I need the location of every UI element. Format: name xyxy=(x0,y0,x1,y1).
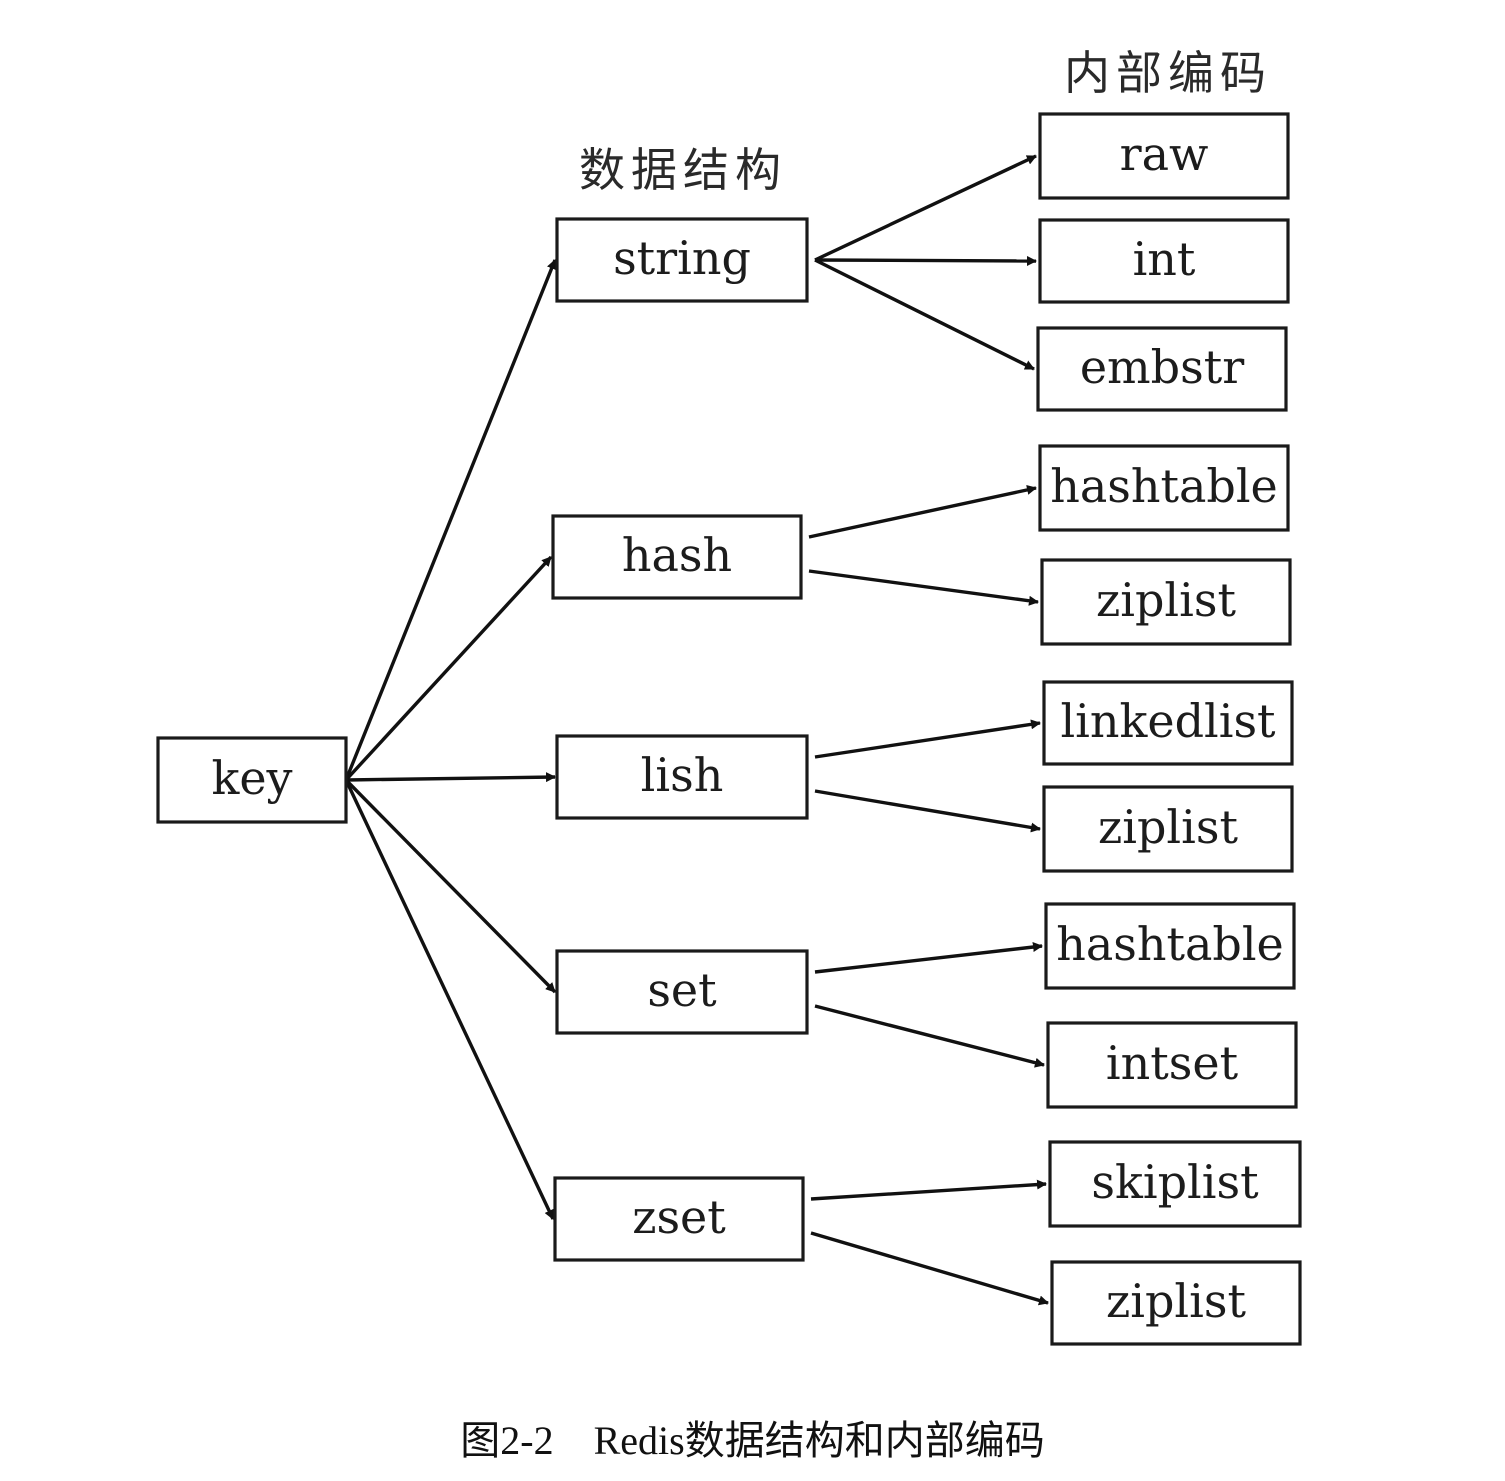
edge-hash-to-hash-ziplist xyxy=(808,569,1039,606)
node-embstr-box xyxy=(1036,326,1288,412)
node-set-intset: intset xyxy=(1046,1021,1298,1109)
node-int-box xyxy=(1038,218,1290,304)
edge-key-to-hash xyxy=(344,555,553,782)
node-zset-skiplist-label: skiplist xyxy=(1091,1155,1259,1209)
node-raw-box xyxy=(1038,112,1290,200)
node-set-hashtable-label: hashtable xyxy=(1056,917,1284,971)
node-list-ziplist-box xyxy=(1042,785,1294,873)
structures-header: 数据结构 xyxy=(579,143,787,197)
node-hash-hashtable-label: hashtable xyxy=(1050,459,1278,513)
node-key-label: key xyxy=(211,751,292,805)
node-hash-ziplist: ziplist xyxy=(1040,558,1292,646)
node-lish: lish xyxy=(555,734,809,820)
node-set-box xyxy=(555,949,809,1035)
edge-lish-to-list-ziplist xyxy=(814,789,1041,833)
node-list-ziplist: ziplist xyxy=(1042,785,1294,873)
node-embstr-label: embstr xyxy=(1080,340,1244,394)
node-lish-label: lish xyxy=(641,748,724,802)
node-key-box xyxy=(156,736,348,824)
node-hash-box xyxy=(551,514,803,600)
edge-zset-to-zset-ziplist xyxy=(810,1231,1049,1306)
node-zset-ziplist: ziplist xyxy=(1050,1260,1302,1346)
node-zset-skiplist: skiplist xyxy=(1048,1140,1302,1228)
edge-key-to-lish xyxy=(345,772,556,783)
edge-key-to-zset xyxy=(344,779,555,1220)
node-zset: zset xyxy=(553,1176,805,1262)
node-zset-box xyxy=(553,1176,805,1262)
node-zset-label: zset xyxy=(632,1190,726,1244)
node-list-linkedlist-box xyxy=(1042,680,1294,766)
node-hash-hashtable: hashtable xyxy=(1038,444,1290,532)
node-zset-skiplist-box xyxy=(1048,1140,1302,1228)
caption-number: 图2-2 xyxy=(460,1418,554,1463)
node-set-intset-label: intset xyxy=(1106,1036,1239,1090)
node-set-intset-box xyxy=(1046,1021,1298,1109)
node-set-label: set xyxy=(647,963,717,1017)
edge-set-to-set-intset xyxy=(814,1004,1045,1068)
edge-hash-to-hash-hashtable xyxy=(808,485,1037,539)
edge-string-to-int xyxy=(814,255,1037,266)
caption-title: Redis数据结构和内部编码 xyxy=(593,1418,1045,1463)
edge-zset-to-zset-skiplist xyxy=(810,1179,1047,1201)
node-key: key xyxy=(156,736,348,824)
node-list-linkedlist-label: linkedlist xyxy=(1060,694,1276,748)
node-int-label: int xyxy=(1133,232,1196,286)
node-hash-label: hash xyxy=(622,528,732,582)
node-set: set xyxy=(555,949,809,1035)
node-hash-hashtable-box xyxy=(1038,444,1290,532)
node-hash-ziplist-box xyxy=(1040,558,1292,646)
node-set-hashtable-box xyxy=(1044,902,1296,990)
edge-lish-to-list-linkedlist xyxy=(814,719,1041,759)
redis-structure-diagram: 数据结构 内部编码 key string raw int embstr hash hasht… xyxy=(156,46,1302,1346)
node-string: string xyxy=(555,217,809,303)
edge-key-to-string xyxy=(344,259,557,781)
node-int: int xyxy=(1038,218,1290,304)
edges-layer xyxy=(344,154,1049,1306)
node-hash: hash xyxy=(551,514,803,600)
edge-set-to-set-hashtable xyxy=(814,942,1043,974)
node-raw-label: raw xyxy=(1120,127,1209,181)
nodes-layer: key string raw int embstr hash hashtable ziplis… xyxy=(156,112,1302,1346)
node-lish-box xyxy=(555,734,809,820)
node-zset-ziplist-box xyxy=(1050,1260,1302,1346)
node-list-linkedlist: linkedlist xyxy=(1042,680,1294,766)
edge-string-to-embstr xyxy=(814,258,1035,371)
encodings-header: 内部编码 xyxy=(1064,46,1272,100)
edge-string-to-raw xyxy=(814,154,1037,262)
node-embstr: embstr xyxy=(1036,326,1288,412)
node-set-hashtable: hashtable xyxy=(1044,902,1296,990)
node-raw: raw xyxy=(1038,112,1290,200)
figure-caption: 图2-2 Redis数据结构和内部编码 xyxy=(0,1408,1505,1466)
edge-key-to-set xyxy=(344,778,557,994)
node-hash-ziplist-label: ziplist xyxy=(1096,573,1236,627)
node-string-box xyxy=(555,217,809,303)
node-list-ziplist-label: ziplist xyxy=(1098,800,1238,854)
node-zset-ziplist-label: ziplist xyxy=(1106,1274,1246,1328)
node-string-label: string xyxy=(613,231,751,285)
